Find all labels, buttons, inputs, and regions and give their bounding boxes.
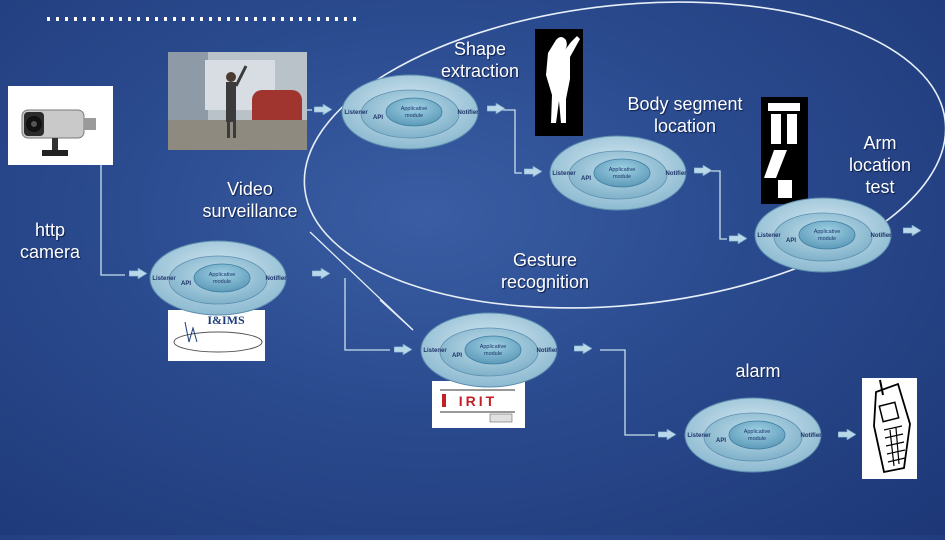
applicative-label: Applicative [744,429,771,435]
connector-video-gesture [344,278,390,351]
arrow-icon [838,429,856,440]
arrow-icon [394,344,412,355]
listener-label: Listener [152,276,176,282]
notifier-label: Notifier [266,276,288,282]
notifier-label: Notifier [666,171,688,177]
listener-label: Listener [423,348,447,354]
shape-silhouette-image [535,29,583,136]
module-label: module [213,279,231,285]
label-gesture-recognition: Gesture recognition [500,250,590,292]
api-label: API [716,438,726,444]
irit-logo-text: IRIT [459,393,497,409]
arrow-icon [658,429,676,440]
api-label: API [181,281,191,287]
arrow-icon [729,233,747,244]
connector-shape-body [500,109,522,174]
label-shape-extraction: Shape extraction [440,39,520,81]
gesture-recognition-boundary [303,1,945,309]
arrow-icon [129,268,147,279]
iims-logo: I&IMS [168,310,265,361]
arrow-icon [574,343,592,354]
listener-label: Listener [687,433,711,439]
mobile-phone-icon [862,378,917,479]
api-label: API [581,176,591,182]
module-label: module [818,236,836,242]
applicative-label: Applicative [814,229,841,235]
arrow-icon [314,104,332,115]
module-label: module [613,174,631,180]
api-label: API [452,353,462,359]
listener-label: Listener [344,110,368,116]
connectors [100,109,727,436]
camera-image [8,86,113,165]
label-arm-location-test: Arm location test [848,133,912,197]
listener-label: Listener [552,171,576,177]
notifier-label: Notifier [458,110,480,116]
applicative-label: Applicative [480,344,507,350]
iims-logo-text: I&IMS [207,313,245,327]
arrow-icon [312,268,330,279]
label-video-surveillance: Video surveillance [202,179,298,221]
video-frame-image [168,52,307,150]
notifier-label: Notifier [801,433,823,439]
api-label: API [786,238,796,244]
applicative-label: Applicative [401,106,428,112]
api-label: API [373,115,383,121]
body-segment-image [761,97,808,204]
irit-logo: IRIT [432,381,525,428]
label-body-segment-location: Body segment location [627,94,743,136]
notifier-label: Notifier [871,233,893,239]
applicative-label: Applicative [209,272,236,278]
label-http-camera: http camera [19,220,81,262]
arrow-icon [524,166,542,177]
applicative-label: Applicative [609,167,636,173]
connector-camera-video [100,155,125,276]
connector-body-arm [710,170,727,240]
module-label: module [748,436,766,442]
arrow-icon [903,225,921,236]
arrow-icon [694,165,712,176]
module-label: module [405,113,423,119]
module-label: module [484,351,502,357]
notifier-label: Notifier [537,348,559,354]
listener-label: Listener [757,233,781,239]
connector-diagonal-tip [379,299,414,331]
connector-gesture-alarm [600,349,655,436]
arrow-icon [487,103,505,114]
label-alarm: alarm [735,361,781,381]
